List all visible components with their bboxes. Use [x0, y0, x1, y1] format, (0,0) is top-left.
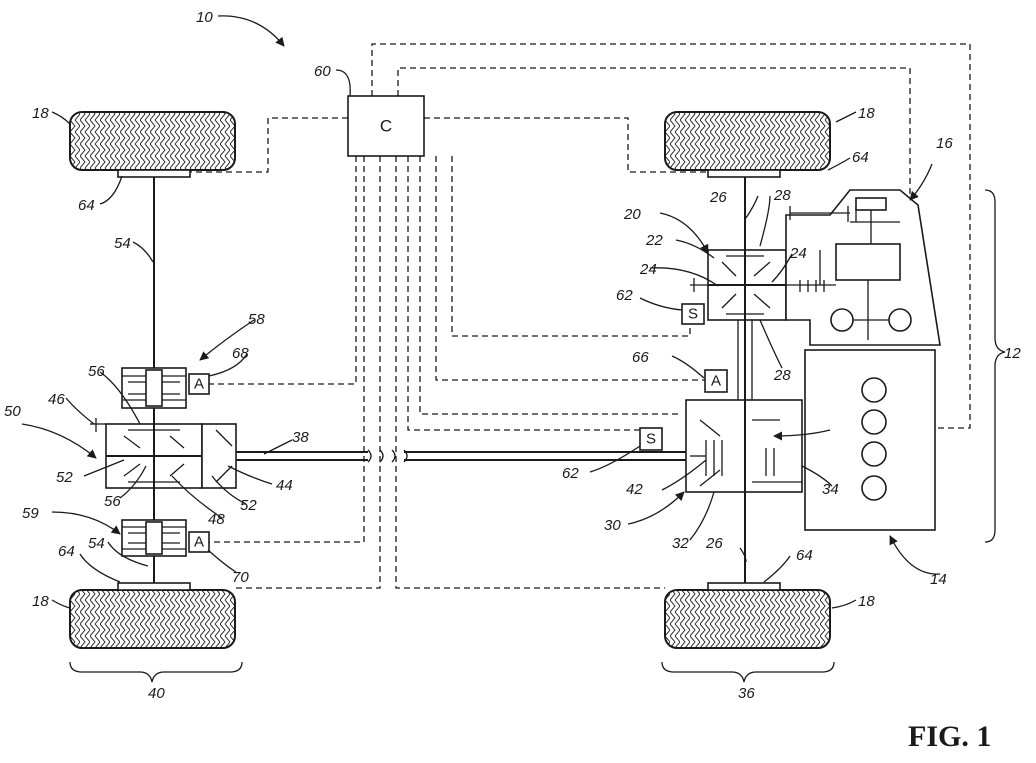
ref-50: 50: [4, 403, 21, 420]
ref-59: 59: [22, 505, 39, 522]
actuator-upper: A: [188, 373, 210, 395]
ref-64-c: 64: [58, 543, 75, 560]
ref-66: 66: [632, 349, 649, 366]
ref-28-a: 28: [773, 187, 791, 204]
front-actuator-label: A: [711, 373, 721, 390]
ref-56-b: 56: [104, 493, 121, 510]
ref-20: 20: [623, 206, 641, 223]
ref-60: 60: [314, 63, 331, 80]
ref-70: 70: [232, 569, 249, 586]
controller: C: [347, 95, 425, 157]
ref-38: 38: [292, 429, 309, 446]
power-take-off: [685, 399, 803, 493]
ref-22: 22: [645, 232, 663, 249]
ref-24-b: 24: [639, 261, 657, 278]
figure-caption: FIG. 1: [908, 720, 991, 753]
transmission: [785, 189, 941, 346]
actuator-lower-label: A: [194, 534, 204, 551]
ref-48: 48: [208, 511, 225, 528]
ref-16: 16: [936, 135, 953, 152]
ref-34: 34: [822, 481, 839, 498]
wheel-front-right-upper: [664, 111, 831, 178]
reference-numerals: 10 60 18 18 16 64 64 26 28 20 22 54 24 2…: [4, 9, 1021, 702]
ref-18-a: 18: [32, 105, 49, 122]
ref-62-a: 62: [616, 287, 633, 304]
wheel-rear-left-upper: [69, 111, 236, 178]
front-sensor: S: [681, 303, 705, 325]
ref-40: 40: [148, 685, 165, 702]
driveshaft: [236, 451, 690, 461]
ref-64-d: 64: [796, 547, 813, 564]
ref-52-b: 52: [240, 497, 257, 514]
ref-14: 14: [930, 571, 947, 588]
ref-62-b: 62: [562, 465, 579, 482]
ref-64-a: 64: [852, 149, 869, 166]
actuator-lower: A: [188, 531, 210, 553]
front-actuator: A: [704, 369, 728, 393]
rear-clutch-lower: [121, 488, 187, 557]
front-sensor-label: S: [688, 306, 698, 323]
ref-26-a: 26: [709, 189, 727, 206]
ref-12: 12: [1004, 345, 1021, 362]
ref-18-b: 18: [858, 105, 875, 122]
ref-26-b: 26: [705, 535, 723, 552]
ref-32: 32: [672, 535, 689, 552]
ref-54-a: 54: [114, 235, 131, 252]
ref-56-a: 56: [88, 363, 105, 380]
rear-differential: [90, 418, 237, 489]
controller-label: C: [380, 117, 392, 136]
powertrain-bracket: [984, 189, 1006, 543]
rear-clutch-upper: [121, 367, 187, 424]
pto-sensor: S: [639, 427, 663, 451]
ref-36: 36: [738, 685, 755, 702]
ref-24-a: 24: [789, 245, 807, 262]
ref-18-d: 18: [858, 593, 875, 610]
pto-sensor-label: S: [646, 431, 656, 448]
ref-44: 44: [276, 477, 293, 494]
actuator-upper-label: A: [194, 376, 204, 393]
ref-58: 58: [248, 311, 265, 328]
ref-46: 46: [48, 391, 65, 408]
front-half-shaft: [737, 177, 753, 583]
ref-10: 10: [196, 9, 213, 26]
ref-30: 30: [604, 517, 621, 534]
ref-68: 68: [232, 345, 249, 362]
front-differential: [690, 249, 787, 321]
wheel-rear-left-lower: [69, 582, 236, 649]
control-wiring: [190, 43, 971, 589]
ref-42: 42: [626, 481, 643, 498]
rear-axle-bracket: [69, 661, 243, 683]
leader-lines: [21, 15, 941, 609]
ref-52-a: 52: [56, 469, 73, 486]
wheel-front-right-lower: [664, 582, 831, 649]
ref-64-b: 64: [78, 197, 95, 214]
ref-28-b: 28: [773, 367, 791, 384]
engine: [804, 349, 936, 531]
front-axle-bracket: [661, 661, 835, 683]
ref-18-c: 18: [32, 593, 49, 610]
ref-54-b: 54: [88, 535, 105, 552]
